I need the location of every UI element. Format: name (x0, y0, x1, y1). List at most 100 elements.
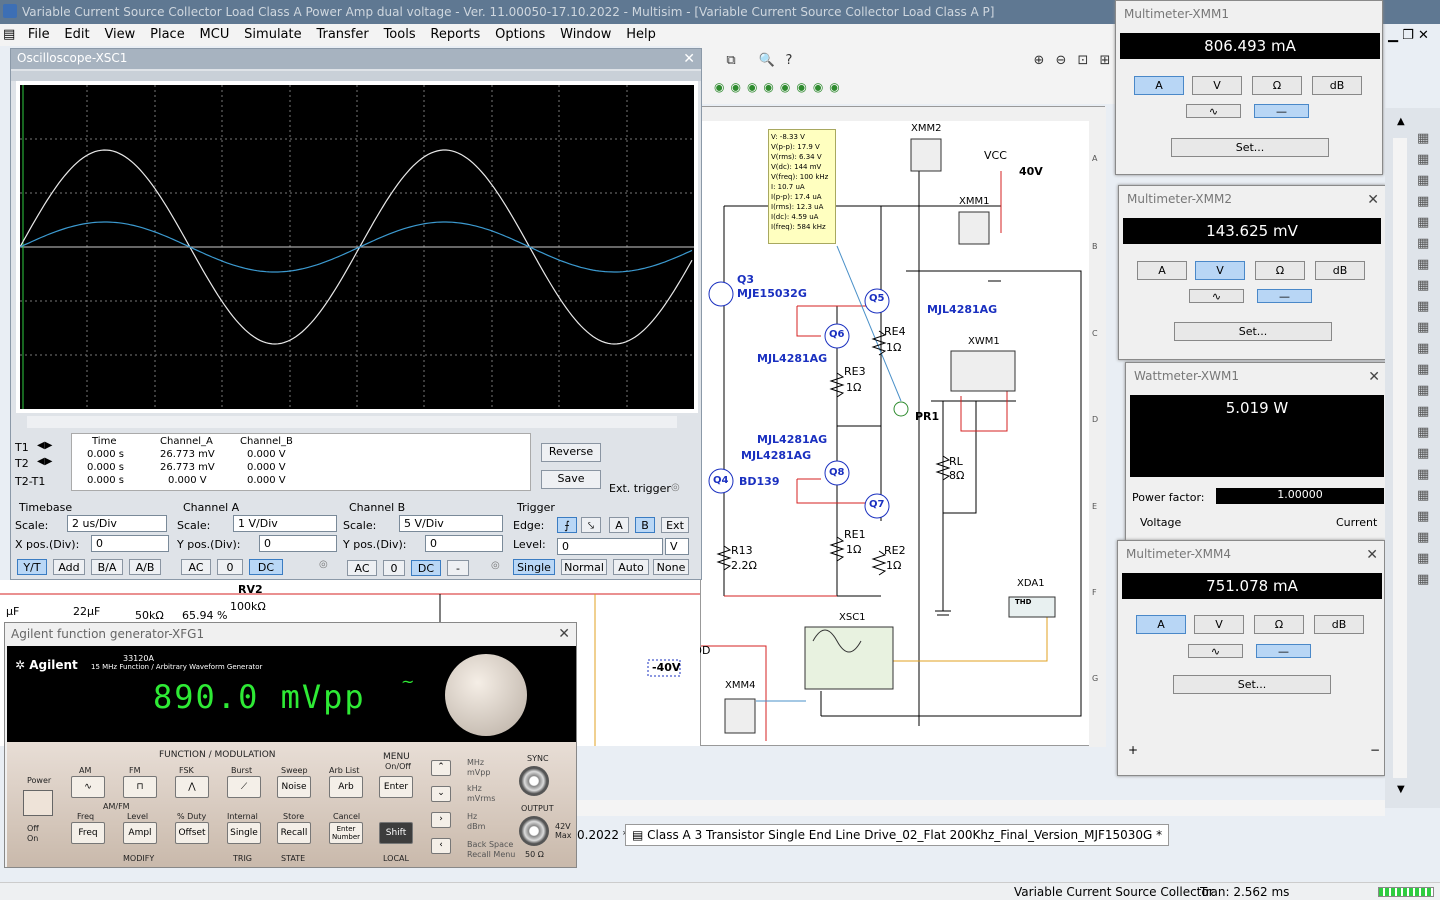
menu-simulate[interactable]: Simulate (244, 27, 302, 42)
channel-a-terminal-icon[interactable]: ◎ (319, 559, 328, 570)
scope-display[interactable] (19, 85, 694, 409)
timebase-xpos-field[interactable]: 0 (91, 535, 169, 552)
triangle-key[interactable]: ⋀ (175, 776, 209, 798)
channel-b-scale-field[interactable]: 5 V/Div (399, 515, 503, 532)
arrow-up-icon[interactable]: ⌃ (431, 760, 451, 776)
find-icon[interactable]: 🔍 (758, 53, 776, 68)
save-button[interactable]: Save (541, 470, 601, 489)
xmm1-set-button[interactable]: Set... (1171, 138, 1329, 157)
sine-key[interactable]: ∿ (71, 776, 105, 798)
channel-b-ac-button[interactable]: AC (347, 560, 377, 576)
channel-a-scale-field[interactable]: 1 V/Div (233, 515, 337, 532)
xmm2-volt-button[interactable]: V (1195, 261, 1245, 280)
close-icon[interactable]: ✕ (683, 51, 695, 67)
trigger-single-button[interactable]: Single (513, 559, 555, 575)
scroll-up-icon[interactable]: ▲ (1397, 116, 1405, 127)
dc-mode-icon[interactable]: — (1256, 644, 1311, 658)
menu-view[interactable]: View (104, 27, 136, 42)
trigger-auto-button[interactable]: Auto (613, 559, 649, 575)
tab-active[interactable]: ▤ Class A 3 Transistor Single End Line D… (625, 824, 1170, 846)
cursor-t1-arrows[interactable]: ◀▶ (37, 440, 53, 451)
xmm2-symbol[interactable] (910, 138, 942, 172)
channel-b-zero-button[interactable]: 0 (383, 560, 405, 576)
zoom-fit-icon[interactable]: ⊞ (1099, 53, 1111, 68)
xmm4-set-button[interactable]: Set... (1173, 675, 1331, 694)
channel-a-ac-button[interactable]: AC (181, 559, 211, 575)
freq-key[interactable]: Freq (71, 822, 105, 844)
xsc1-symbol[interactable] (804, 626, 894, 690)
channel-a-zero-button[interactable]: 0 (217, 559, 243, 575)
recall-key[interactable]: Recall (277, 822, 311, 844)
enter-key[interactable]: Enter (379, 776, 413, 798)
a-over-b-button[interactable]: A/B (129, 559, 161, 575)
dc-mode-icon[interactable]: — (1254, 104, 1309, 118)
arrow-left-icon[interactable]: ‹ (431, 838, 451, 854)
ext-trigger-terminal-icon[interactable]: ◎ (671, 482, 680, 493)
zoom-area-icon[interactable]: ⊡ (1077, 53, 1089, 68)
help-icon[interactable]: ? (785, 53, 793, 68)
xmm4-db-button[interactable]: dB (1314, 615, 1364, 634)
xmm1-ohm-button[interactable]: Ω (1252, 76, 1302, 95)
yt-button[interactable]: Y/T (17, 559, 47, 575)
channel-a-dc-button[interactable]: DC (249, 559, 283, 575)
schematic-canvas[interactable]: V: -8.33 V V(p-p): 17.9 V V(rms): 6.34 V… (686, 106, 1106, 747)
rotary-knob[interactable] (445, 654, 527, 736)
arrow-down-icon[interactable]: ⌄ (431, 786, 451, 802)
menu-tools[interactable]: Tools (383, 27, 416, 42)
close-icon[interactable]: ✕ (1368, 369, 1380, 385)
negative-terminal-icon[interactable]: − (1370, 743, 1381, 757)
menu-help[interactable]: Help (626, 27, 656, 42)
trigger-normal-button[interactable]: Normal (561, 559, 607, 575)
xmm1-symbol[interactable] (958, 211, 990, 245)
close-icon[interactable]: ✕ (1366, 547, 1378, 563)
ac-mode-icon[interactable]: ∿ (1189, 289, 1244, 303)
menu-window[interactable]: Window (560, 27, 612, 42)
arb-key[interactable]: Arb (329, 776, 363, 798)
instrument-palette[interactable]: ▦▦▦▦▦▦▦▦▦▦▦▦▦▦▦▦▦▦▦▦▦▦ (1417, 131, 1430, 587)
trigger-none-button[interactable]: None (653, 559, 689, 575)
b-over-a-button[interactable]: B/A (91, 559, 123, 575)
timebase-scale-field[interactable]: 2 us/Div (67, 515, 167, 532)
channel-b-minus-button[interactable]: - (447, 560, 469, 576)
enter-number-key[interactable]: Enter Number (329, 822, 363, 844)
scope-scrollbar[interactable] (27, 416, 677, 428)
add-button[interactable]: Add (53, 559, 85, 575)
dc-mode-icon[interactable]: — (1257, 289, 1312, 303)
menu-transfer[interactable]: Transfer (316, 27, 369, 42)
horizontal-scrollbar[interactable] (577, 800, 1385, 816)
ac-mode-icon[interactable]: ∿ (1188, 644, 1243, 658)
xmm1-amp-button[interactable]: A (1134, 76, 1184, 95)
vertical-scrollbar[interactable] (1393, 138, 1407, 778)
arrow-right-icon[interactable]: › (431, 812, 451, 828)
xmm2-db-button[interactable]: dB (1315, 261, 1365, 280)
xmm4-symbol[interactable] (724, 698, 756, 734)
channel-b-terminal-icon[interactable]: ◎ (491, 560, 500, 571)
xmm2-set-button[interactable]: Set... (1174, 322, 1332, 341)
menu-reports[interactable]: Reports (430, 27, 481, 42)
xda1-symbol[interactable] (1008, 596, 1056, 618)
xmm2-amp-button[interactable]: A (1137, 261, 1187, 280)
shift-key[interactable]: Shift (379, 822, 413, 844)
document-icon[interactable]: ▤ (3, 27, 16, 42)
ac-mode-icon[interactable]: ∿ (1186, 104, 1241, 118)
menu-file[interactable]: File (27, 27, 50, 42)
xmm2-ohm-button[interactable]: Ω (1255, 261, 1305, 280)
component-icon[interactable]: ⧉ (726, 53, 736, 68)
rising-edge-icon[interactable]: ⨍ (557, 517, 577, 533)
menu-mcu[interactable]: MCU (199, 27, 230, 42)
trigger-level-field[interactable]: 0 (557, 538, 663, 555)
channel-b-dc-button[interactable]: DC (411, 560, 441, 576)
channel-a-ypos-field[interactable]: 0 (259, 535, 337, 552)
positive-terminal-icon[interactable]: + (1128, 743, 1139, 757)
xwm1-symbol[interactable] (950, 350, 1016, 392)
xmm4-amp-button[interactable]: A (1136, 615, 1186, 634)
sync-connector[interactable] (519, 766, 549, 796)
close-icon[interactable]: ✕ (1417, 28, 1429, 43)
trigger-a-button[interactable]: A (609, 517, 629, 533)
xmm4-ohm-button[interactable]: Ω (1254, 615, 1304, 634)
close-icon[interactable]: ✕ (558, 626, 570, 642)
ramp-key[interactable]: ⟋ (227, 776, 261, 798)
ampl-key[interactable]: Ampl (123, 822, 157, 844)
close-icon[interactable]: ✕ (1367, 192, 1379, 208)
falling-edge-icon[interactable]: ⤥ (581, 517, 601, 533)
